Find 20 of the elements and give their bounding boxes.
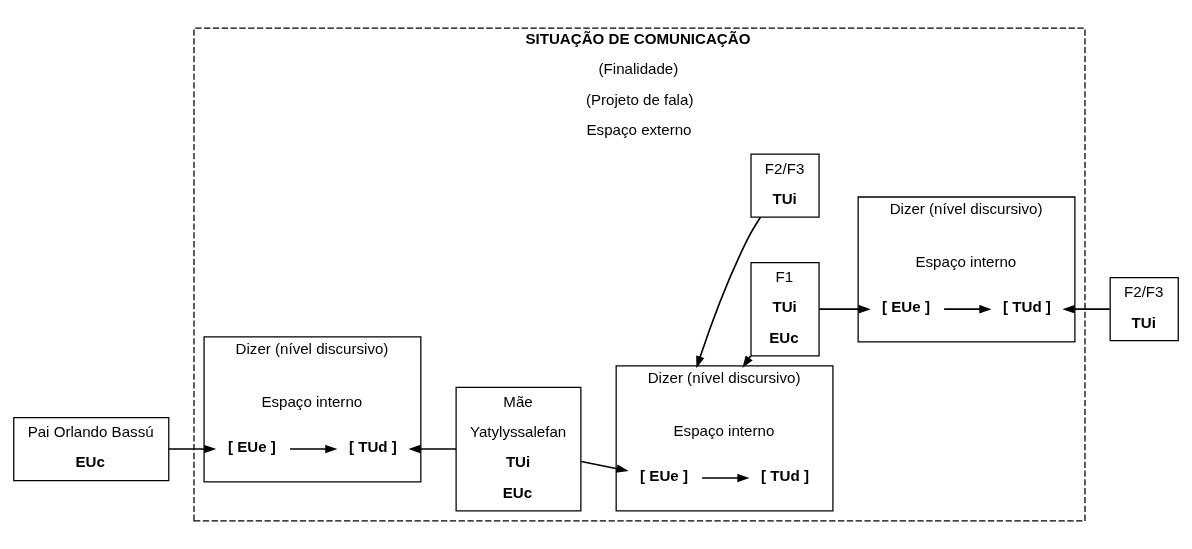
arrow [289, 444, 338, 454]
arrow [1062, 304, 1111, 314]
node-box: F1 TUi EUc [750, 261, 820, 357]
node-box: F2/F3 TUi [1109, 277, 1179, 342]
arrow [168, 444, 217, 454]
arrow [580, 460, 629, 473]
arrow [818, 304, 871, 314]
node-text: [ TUd ] [1003, 297, 1051, 315]
arrow [408, 444, 457, 454]
node-box: Pai Orlando Bassú EUc [13, 416, 170, 482]
arrow [696, 216, 762, 369]
node-text: [ EUe ] [228, 437, 276, 455]
node-text: [ EUe ] [640, 466, 688, 484]
arrow [943, 304, 992, 314]
node-box: F2/F3 TUi [750, 153, 820, 218]
node-box: Mãe Yatylyssalefan TUi EUc [455, 386, 582, 512]
arrow [701, 473, 750, 483]
node-text: [ EUe ] [882, 297, 930, 315]
node-text: [ TUd ] [761, 466, 809, 484]
node-text: [ TUd ] [348, 437, 397, 455]
